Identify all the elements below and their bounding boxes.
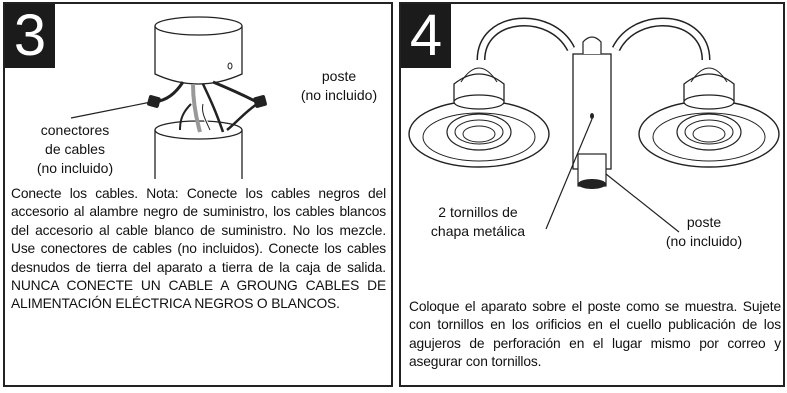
connectors-label-line2: de cables	[45, 141, 105, 157]
connectors-label: conectores de cables (no incluido)	[25, 122, 125, 177]
post-label-line1: poste	[321, 68, 357, 84]
post-label: poste (no incluido)	[289, 68, 389, 104]
connectors-label-line3: (no incluido)	[36, 160, 114, 176]
step-3-instructions: Conecte los cables. Nota: Conecte los ca…	[11, 186, 386, 312]
screws-label: 2 tornillos de chapa metálica	[403, 204, 553, 240]
step-4-instructions: Coloque el aparato sobre el poste como s…	[409, 299, 781, 370]
post-label-line2: (no incluido)	[300, 87, 378, 103]
step-number: 3	[5, 4, 55, 68]
right-lamp	[638, 67, 780, 168]
left-lamp	[408, 67, 550, 168]
step-3-panel: 3 poste (no incluido) conectores de cabl…	[3, 2, 393, 387]
wiring-illustration	[70, 16, 267, 179]
connectors-label-line1: conectores	[40, 122, 110, 138]
fixture-illustration	[408, 17, 780, 233]
post-label: poste (no incluido)	[649, 214, 759, 250]
step-4-panel: 4	[399, 2, 785, 387]
post-label-line2: (no incluido)	[665, 233, 743, 249]
step-number: 4	[401, 4, 451, 68]
screws-label-line1: 2 tornillos de	[438, 204, 518, 220]
post-label-line1: poste	[686, 214, 722, 230]
screws-label-line2: chapa metálica	[430, 223, 526, 239]
